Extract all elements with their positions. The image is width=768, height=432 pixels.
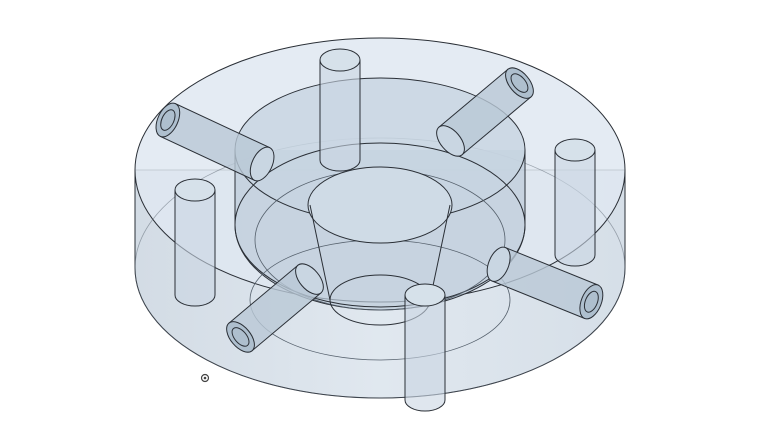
pin-back[interactable] — [319, 48, 361, 172]
pin-left[interactable] — [174, 178, 216, 307]
set-screw-front-left[interactable] — [221, 259, 328, 357]
pin-right[interactable] — [554, 138, 596, 267]
origin-icon — [200, 373, 210, 383]
set-screw-upper-left[interactable] — [151, 99, 279, 184]
center-bore[interactable] — [234, 77, 526, 361]
pin-front[interactable] — [404, 283, 446, 412]
set-screw-right[interactable] — [483, 244, 608, 322]
set-screw-upper-right[interactable] — [431, 63, 538, 161]
